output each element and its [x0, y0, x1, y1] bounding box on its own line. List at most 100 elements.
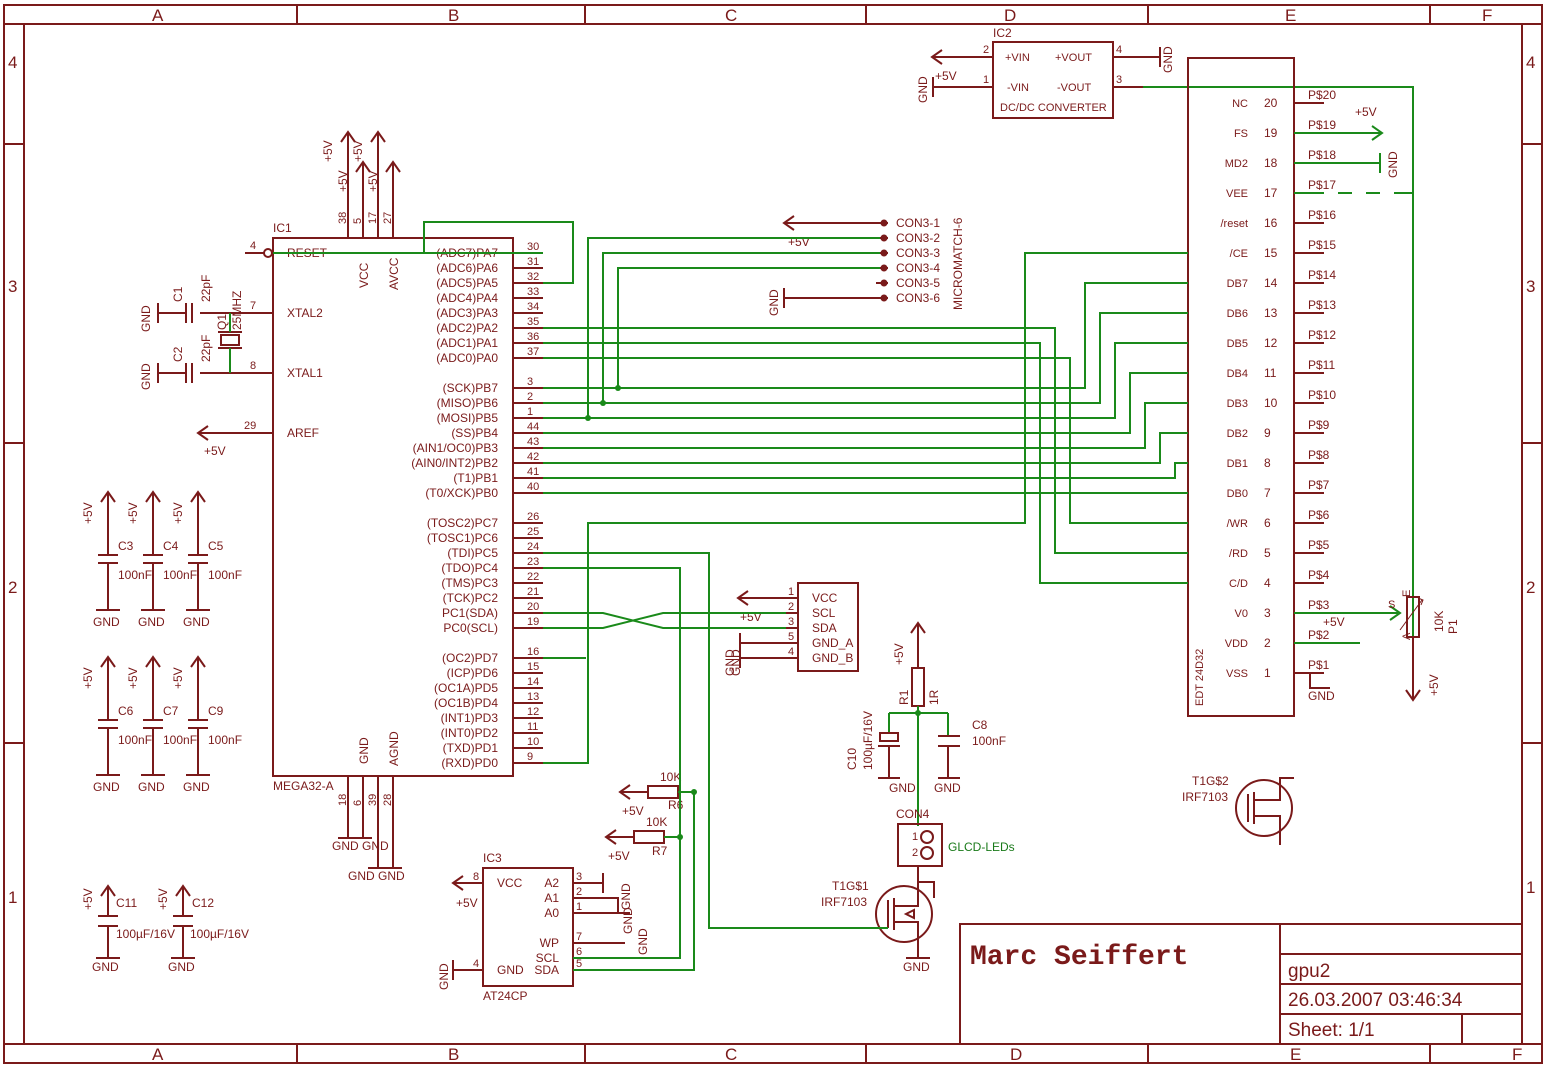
t1-part: IRF7103 — [821, 895, 867, 909]
lcd-pin-name: /CE — [1230, 248, 1248, 260]
gnd-label: GND — [138, 615, 165, 629]
ic1-pin-num: 38 — [337, 212, 349, 224]
ic1-pin-num: 42 — [527, 451, 539, 463]
frame-col-label: F — [1512, 1045, 1522, 1064]
ic1-pin-num: 18 — [337, 794, 349, 806]
lcd-pin-name: MD2 — [1225, 158, 1248, 170]
ic3-pin-name: A1 — [544, 891, 559, 905]
capacitor-symbol — [96, 655, 120, 776]
c1-ref: C1 — [171, 286, 185, 302]
ic1-pin-name: (MISO)PB6 — [437, 396, 499, 410]
con3-pin-dot — [880, 234, 888, 242]
vcc-label: +5V — [608, 849, 630, 863]
ic1-pin-name: (OC1A)PD5 — [434, 681, 498, 695]
gnd-label: GND — [723, 649, 737, 676]
frame-col-label: D — [1004, 6, 1016, 25]
ic3-pin-num: 2 — [576, 886, 582, 898]
gnd-label: GND — [139, 363, 153, 390]
gnd-label: GND — [437, 963, 451, 990]
t2-part: IRF7103 — [1182, 790, 1228, 804]
capacitor-symbol — [96, 490, 120, 611]
con3-pin-label: CON3-5 — [896, 276, 940, 290]
lcd-pin-name: VEE — [1226, 188, 1248, 200]
lcd-net-label: P$10 — [1308, 388, 1336, 402]
ic1-pin-num: 32 — [527, 271, 539, 283]
ic1-pin-name: (MOSI)PB5 — [437, 411, 499, 425]
ic1-pin-name: (ADC0)PA0 — [436, 351, 498, 365]
con3-pin-label: CON3-2 — [896, 231, 940, 245]
ic1-pin-name: (TOSC1)PC6 — [427, 531, 498, 545]
lcd-pin-num: 10 — [1264, 396, 1278, 410]
ic3-pin-name: GND — [497, 963, 524, 977]
ic1-pin-num: 43 — [527, 436, 539, 448]
cap-ref: C9 — [208, 704, 224, 718]
c2-value: 22pF — [199, 335, 213, 362]
frame-row-label: 3 — [1526, 277, 1535, 296]
c10-value: 100µF/16V — [861, 711, 875, 770]
lcd-pin-num: 4 — [1264, 576, 1271, 590]
lcd-pin-name: DB2 — [1227, 428, 1248, 440]
gnd-label: GND — [729, 649, 743, 676]
ic1-pin-num: 2 — [527, 391, 533, 403]
lcd-pin-name: DB4 — [1227, 368, 1248, 380]
ic1-pin-num: 14 — [527, 676, 539, 688]
lcd-net-label: P$16 — [1308, 208, 1336, 222]
vcc-label: +5V — [892, 643, 906, 665]
lcd-net-label: P$9 — [1308, 418, 1330, 432]
ic3-power-symbols — [451, 873, 632, 980]
con4-label: GLCD-LEDs — [948, 840, 1015, 854]
ic1-pin-num: 17 — [367, 212, 379, 224]
lcd-pin-name: C/D — [1229, 578, 1248, 590]
frame-row-label: 4 — [8, 53, 17, 72]
ic1-pin-name: (ADC5)PA5 — [436, 276, 498, 290]
vcc-label: +5V — [156, 888, 170, 910]
gnd-label: GND — [1161, 46, 1175, 73]
led-driver: +5V R1 1R GND GND C10 100µF/16V C8 100nF… — [708, 552, 1015, 974]
gnd-label: GND — [138, 780, 165, 794]
ic1-pin-name: (TDO)PC4 — [441, 561, 498, 575]
lcd-pin-num: 6 — [1264, 516, 1271, 530]
lcd-pin-num: 7 — [1264, 486, 1271, 500]
r6-ref: R6 — [668, 798, 684, 812]
gnd-label: GND — [168, 960, 195, 974]
con3-vcc-arrow — [782, 215, 876, 231]
lcd-part: EDT 24D32 — [1194, 649, 1206, 706]
ic1-pin-num: 12 — [527, 706, 539, 718]
con3-gnd — [783, 288, 876, 308]
lcd-pin-num: 15 — [1264, 246, 1278, 260]
lcd-pin-name: DB5 — [1227, 338, 1248, 350]
lcd-net-label: P$14 — [1308, 268, 1336, 282]
lcd-pin-num: 13 — [1264, 306, 1278, 320]
pot-pin-a: A — [1401, 632, 1413, 640]
con3-pin-dot — [880, 264, 888, 272]
pot-value: 10K — [1432, 611, 1446, 632]
frame-col-label: A — [152, 6, 164, 25]
ic1-agnd-label: AGND — [387, 731, 401, 766]
t1-ref: T1G$1 — [832, 879, 869, 893]
ic3-ref: IC3 — [483, 851, 502, 865]
ic2-pin-num: 2 — [983, 44, 989, 56]
gnd-label: GND — [621, 907, 635, 934]
r6-value: 10K — [660, 770, 681, 784]
gnd-label: GND — [332, 839, 359, 853]
ic1-pin-num: 25 — [527, 526, 539, 538]
ic1-pin-num: 22 — [527, 571, 539, 583]
frame-col-label: D — [1010, 1045, 1022, 1064]
lcd-net-label: P$19 — [1308, 118, 1336, 132]
ic1-pin-num: 20 — [527, 601, 539, 613]
lcd-pin-name: VSS — [1226, 668, 1248, 680]
vcc-label: +5V — [351, 140, 365, 162]
ic1-pin-num: 26 — [527, 511, 539, 523]
pot-pin-e: E — [1401, 590, 1413, 597]
gnd-label: GND — [903, 960, 930, 974]
ic1-pin-name: (TCK)PC2 — [443, 591, 499, 605]
ic1-pin-name: (TOSC2)PC7 — [427, 516, 498, 530]
cap-ref: C7 — [163, 704, 179, 718]
gnd-label: GND — [636, 928, 650, 955]
ic1-pin-name: (TDI)PC5 — [447, 546, 498, 560]
ic1-pin-num: 11 — [527, 721, 538, 733]
capacitor-symbol — [141, 655, 165, 776]
frame-col-label: E — [1290, 1045, 1301, 1064]
ic1-pin-num: 29 — [244, 420, 256, 432]
